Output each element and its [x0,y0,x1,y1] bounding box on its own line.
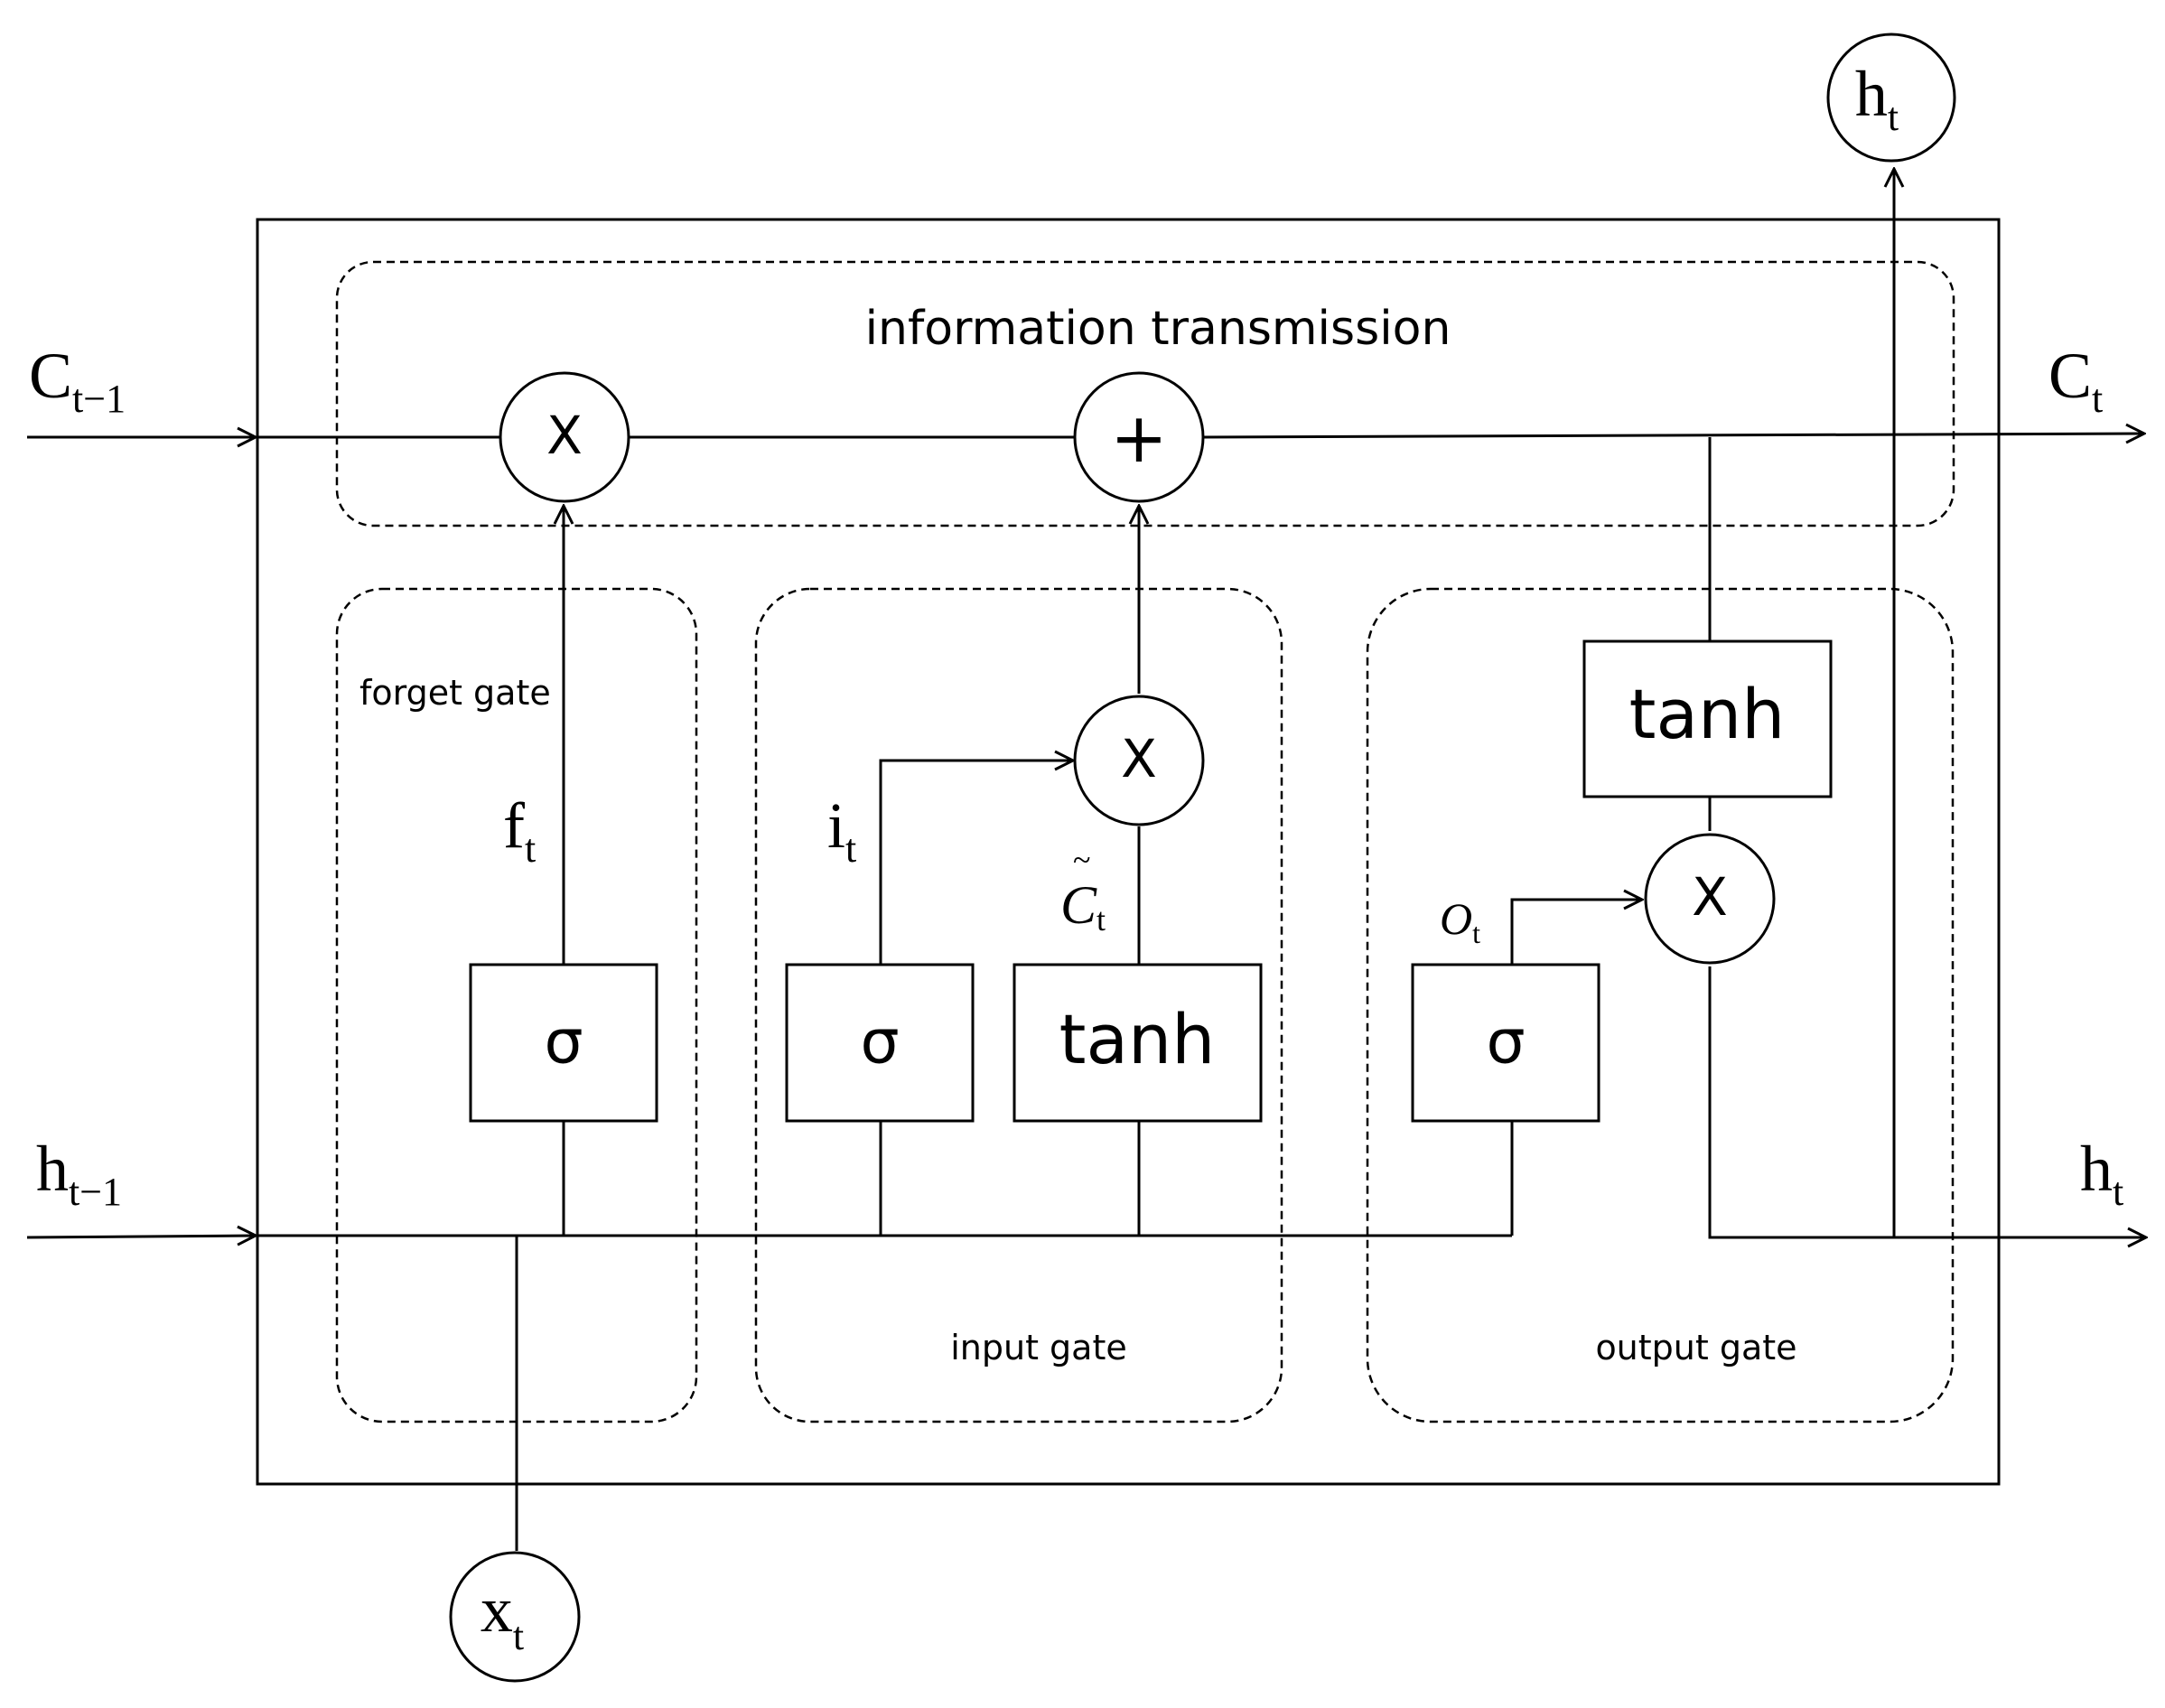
tanh-label: tanh [1629,674,1786,754]
h-prev-input-line [26,1236,256,1237]
cell-frame [256,218,2001,1486]
tanh-label: tanh [1059,999,1216,1079]
i-t-label: it [827,789,856,871]
sigmoid-label: σ [860,1007,899,1078]
input-gate-arrow [879,761,1073,965]
c-tilde-mark: ~ [1073,842,1090,878]
output-multiply-node: X [1644,833,1776,965]
input-multiply-node: X [1073,695,1205,826]
information-transmission-region [335,260,1955,527]
input-sigmoid-box: σ [785,963,975,1123]
forget-multiply-node: X [499,371,630,503]
sigmoid-label: σ [1486,1007,1525,1078]
output-gate-region [1366,587,1955,1423]
h-top-node: ht [1826,33,1956,163]
h-t-label: ht [2080,1133,2123,1214]
f-t-label: ft [503,789,536,871]
output-sigmoid-box: σ [1411,963,1600,1123]
c-tilde-label: Ct [1060,875,1106,938]
add-symbol: + [1110,397,1168,478]
h-top-label: ht [1855,58,1899,139]
c-prev-label: Ct−1 [29,340,126,421]
output-gate-label: output gate [1595,1328,1796,1367]
h-prev-label: ht−1 [36,1133,122,1214]
information-transmission-label: information transmission [865,302,1451,356]
output-gate-arrow [1510,900,1642,965]
input-gate-region [754,587,1283,1423]
multiply-symbol: X [1121,728,1157,789]
input-gate-label: input gate [950,1328,1127,1367]
add-node: + [1073,371,1205,503]
output-tanh-box: tanh [1582,639,1833,798]
forget-gate-label: forget gate [359,673,551,713]
sigmoid-label: σ [544,1007,583,1078]
o-t-label: Ot [1440,893,1480,949]
input-tanh-box: tanh [1013,963,1263,1123]
multiply-symbol: X [1692,866,1728,928]
cell-state-output-line [1202,434,2144,437]
forget-sigmoid-box: σ [469,963,658,1123]
multiply-symbol: X [546,405,583,466]
c-t-label: Ct [2048,340,2103,421]
x-t-label: xt [481,1573,524,1658]
output-mult-to-h-line [1708,966,1894,1239]
x-t-node: xt [449,1551,581,1683]
